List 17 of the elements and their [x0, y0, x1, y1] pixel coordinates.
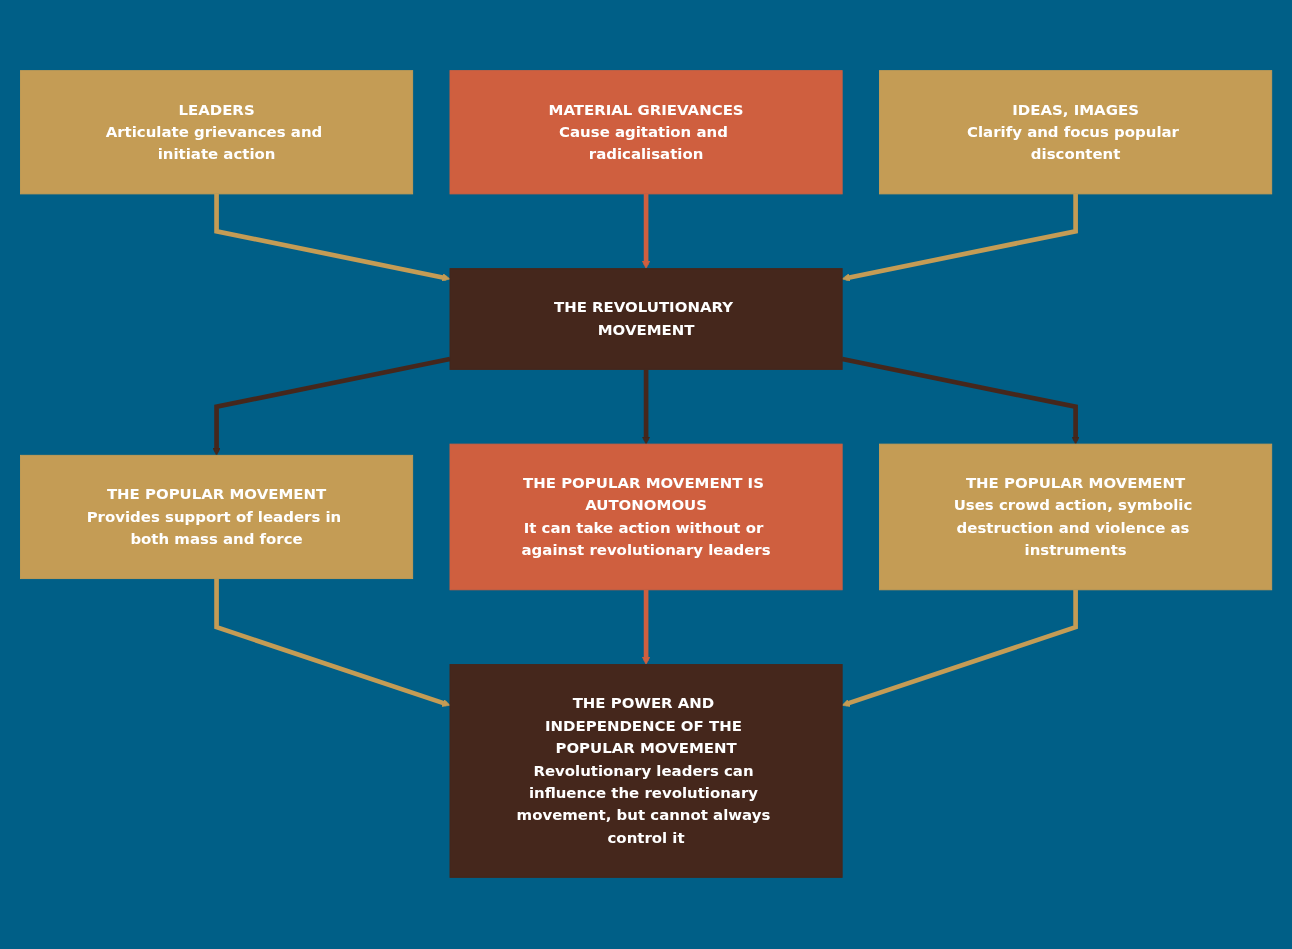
arrow — [641, 194, 651, 270]
node-box: LEADERS Articulate grievances and initiate action — [19, 70, 414, 195]
arrow — [214, 194, 451, 282]
arrow — [641, 590, 651, 666]
arrow — [641, 369, 651, 445]
arrow — [841, 194, 1078, 282]
node-box: THE POPULAR MOVEMENT IS AUTONOMOUS It can take action without or against revolutionary leaders — [449, 444, 843, 591]
node-box: THE POPULAR MOVEMENT Uses crowd action, symbolic destruction and violence as instruments — [878, 444, 1273, 591]
node-box: MATERIAL GRIEVANCES Cause agitation and radicalisation — [449, 70, 843, 195]
node-box: THE REVOLUTIONARY MOVEMENT — [449, 268, 843, 371]
node-box: THE POPULAR MOVEMENT Provides support of leaders in both mass and force — [19, 455, 414, 580]
arrow — [841, 590, 1078, 708]
arrow — [841, 357, 1080, 445]
node-box: IDEAS, IMAGES Clarify and focus popular discontent — [878, 70, 1273, 195]
arrow — [212, 357, 451, 457]
arrow — [214, 579, 451, 708]
node-box: THE POWER AND INDEPENDENCE OF THE POPULAR MOVEMENT Revolutionary leaders can influence the revolutionary movement, but cannot always control it — [449, 664, 843, 879]
